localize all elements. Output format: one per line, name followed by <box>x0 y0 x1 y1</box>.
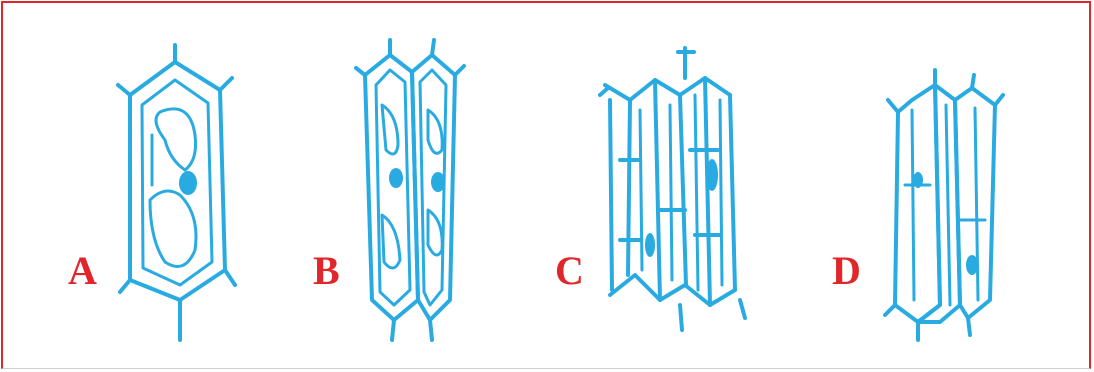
cell-d-illustration <box>885 70 1003 340</box>
cell-b-illustration <box>356 40 464 340</box>
label-b: B <box>313 251 340 291</box>
label-d: D <box>832 251 861 291</box>
cell-c-illustration <box>600 48 745 330</box>
label-c: C <box>555 251 584 291</box>
label-a: A <box>68 251 97 291</box>
cell-a-illustration <box>118 45 235 340</box>
